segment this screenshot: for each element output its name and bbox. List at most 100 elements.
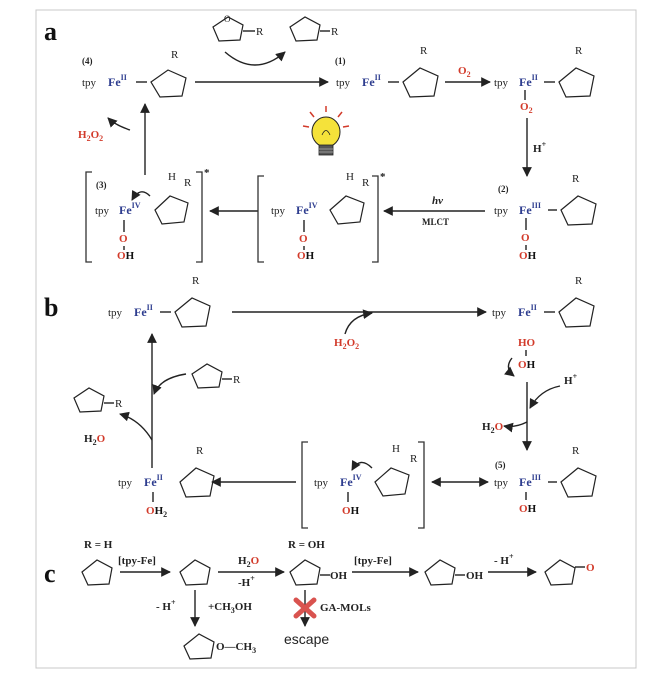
svg-text:OH: OH xyxy=(519,250,537,262)
r-equals-oh: R = OH xyxy=(288,539,325,551)
species-1: (1) tpy FeII R xyxy=(335,45,439,98)
curved-arrow-h-plus-b xyxy=(529,385,561,409)
svg-text:O: O xyxy=(119,233,128,245)
svg-text:R: R xyxy=(575,275,583,287)
thf-c-start xyxy=(81,559,113,586)
step-5-label: (5) xyxy=(495,460,506,470)
red-cross-icon xyxy=(293,597,317,619)
lactone-product: O xyxy=(544,559,595,586)
svg-text:FeII: FeII xyxy=(518,303,537,319)
svg-text:R: R xyxy=(575,45,583,57)
species-fe-o2: tpy FeII R O2 xyxy=(494,45,595,115)
svg-text:FeIV: FeIV xyxy=(119,201,141,217)
curved-arrow-h2o2-in xyxy=(344,309,373,335)
svg-text:FeII: FeII xyxy=(134,303,153,319)
svg-text:FeII: FeII xyxy=(144,473,163,489)
svg-text:FeIII: FeIII xyxy=(519,201,541,217)
svg-text:R: R xyxy=(410,453,418,465)
species-b-fe-hooh: tpy FeII R HO OH xyxy=(492,275,595,377)
thf-reactant: O R xyxy=(212,14,264,42)
svg-text:O: O xyxy=(224,14,231,24)
svg-text:R: R xyxy=(572,173,580,185)
svg-text:R: R xyxy=(256,26,264,38)
o2-reagent: O2 xyxy=(458,65,471,79)
species-b-fe-ii-thf: tpy FeII R xyxy=(108,275,211,328)
r-equals-h: R = H xyxy=(84,539,113,551)
svg-text:OH: OH xyxy=(518,359,536,371)
species-2: (2) tpy FeIII R O OH xyxy=(494,173,597,262)
svg-text:tpy: tpy xyxy=(494,205,509,217)
svg-text:OH: OH xyxy=(342,505,360,517)
species-b-fe-oh2: tpy FeII R OH2 xyxy=(118,445,215,519)
svg-text:FeII: FeII xyxy=(519,73,538,89)
svg-text:tpy: tpy xyxy=(271,205,286,217)
mlct-label: MLCT xyxy=(422,217,449,227)
curved-arrow-thf xyxy=(224,51,286,66)
svg-text:R: R xyxy=(184,177,192,189)
species-excited: * tpy FeIV H R O OH xyxy=(257,171,386,263)
svg-text:tpy: tpy xyxy=(118,477,133,489)
svg-text:H: H xyxy=(168,171,176,183)
svg-text:OH2: OH2 xyxy=(146,505,167,519)
svg-text:R: R xyxy=(115,398,123,410)
tpy-fe-label-2: [tpy-Fe] xyxy=(354,555,392,567)
curved-arrow-h2o-out xyxy=(503,421,528,433)
thf-reactant-b: R xyxy=(191,363,241,389)
tpy-label: tpy xyxy=(82,77,97,89)
svg-text:O: O xyxy=(521,232,530,244)
species-b-fe-iv: tpy FeIV H R OH xyxy=(301,441,425,529)
svg-text:H: H xyxy=(346,171,354,183)
panel-c-label: c xyxy=(44,559,56,588)
oxocarbenium-b: R xyxy=(73,387,123,413)
h2o-label-right: H2O xyxy=(482,421,504,435)
species-4: (4) tpy FeII R xyxy=(82,49,187,98)
svg-text:FeIII: FeIII xyxy=(519,473,541,489)
svg-text:OH: OH xyxy=(519,503,537,515)
figure-frame xyxy=(35,9,637,669)
svg-text:O—CH3: O—CH3 xyxy=(216,641,256,655)
methanol-label: +CH3OH xyxy=(208,601,252,615)
arrow-h2o2-release xyxy=(107,117,131,131)
svg-text:tpy: tpy xyxy=(492,307,507,319)
step-4-label: (4) xyxy=(82,56,93,66)
species-5: (5) tpy FeIII R OH xyxy=(494,445,597,515)
svg-text:tpy: tpy xyxy=(108,307,123,319)
hemiacetal-c: OH xyxy=(289,559,348,586)
escape-label: escape xyxy=(284,631,329,647)
svg-text:HO: HO xyxy=(518,337,536,349)
h-plus-label-b: H+ xyxy=(564,372,578,387)
oxocarbenium-oh-c: OH xyxy=(424,559,484,586)
svg-text:OH: OH xyxy=(297,250,315,262)
svg-text:R: R xyxy=(196,445,204,457)
svg-text:tpy: tpy xyxy=(314,477,329,489)
step-1-label: (1) xyxy=(335,56,346,66)
step-2-label: (2) xyxy=(498,184,509,194)
svg-text:O: O xyxy=(586,562,595,574)
svg-text:FeIV: FeIV xyxy=(340,473,362,489)
svg-text:R: R xyxy=(420,45,428,57)
fe-ii-label: FeII xyxy=(108,73,127,89)
methoxy-thf: O—CH3 xyxy=(183,633,256,660)
svg-text:OH: OH xyxy=(117,250,135,262)
svg-text:*: * xyxy=(380,171,386,183)
svg-text:*: * xyxy=(204,167,210,179)
oxocarbenium-c xyxy=(179,559,211,586)
svg-text:R: R xyxy=(192,275,200,287)
tpy-fe-label-1: [tpy-Fe] xyxy=(118,555,156,567)
h-plus-label: H+ xyxy=(533,140,547,155)
h2o-label-c: H2O xyxy=(238,555,260,569)
svg-text:tpy: tpy xyxy=(494,77,509,89)
svg-text:FeIV: FeIV xyxy=(296,201,318,217)
svg-text:R: R xyxy=(572,445,580,457)
species-3: * (3) tpy FeIV H R O OH xyxy=(85,167,210,263)
svg-text:tpy: tpy xyxy=(494,477,509,489)
svg-text:H: H xyxy=(392,443,400,455)
svg-text:tpy: tpy xyxy=(95,205,110,217)
light-bulb-icon xyxy=(302,106,350,156)
minus-h-label-down: - H+ xyxy=(156,598,176,613)
h2o2-label-a: H2O2 xyxy=(78,129,103,143)
panel-b-label: b xyxy=(44,293,58,322)
svg-text:R: R xyxy=(331,26,339,38)
svg-text:R: R xyxy=(362,177,370,189)
ga-mols-label: GA-MOLs xyxy=(320,602,371,614)
